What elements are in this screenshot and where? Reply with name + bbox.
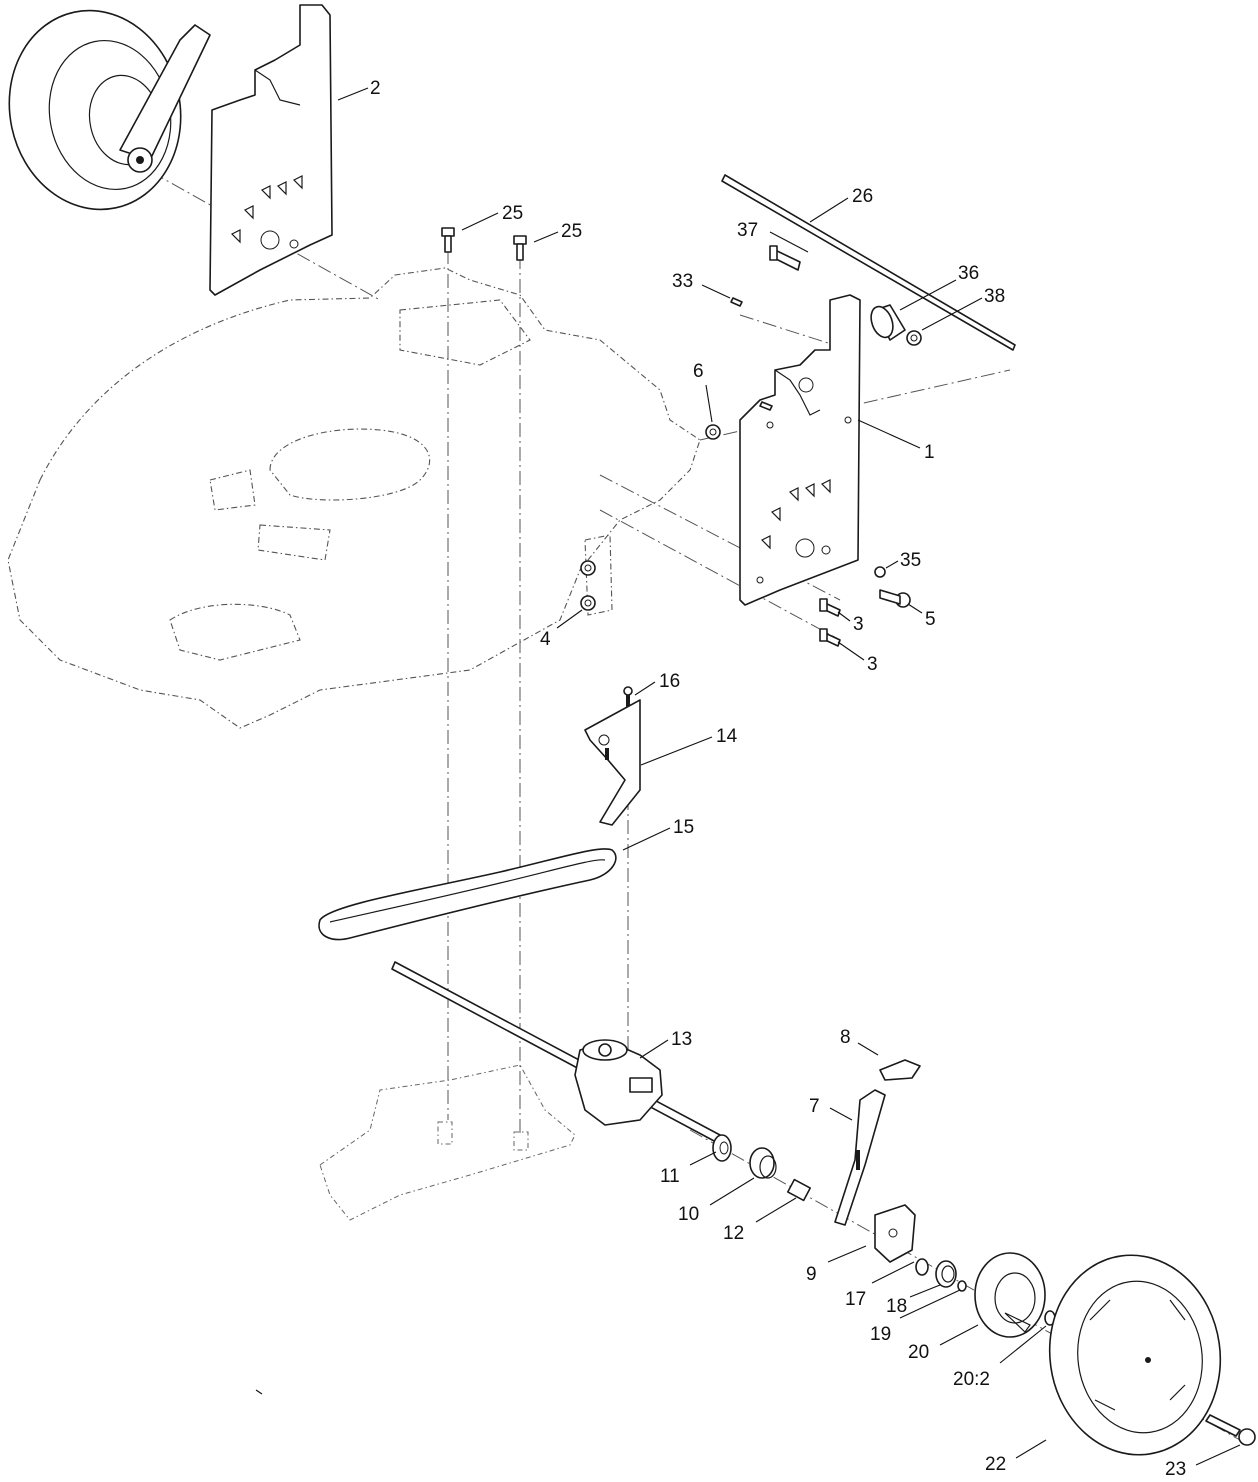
transmission-13 — [574, 1039, 663, 1126]
bearing-11 — [712, 1134, 732, 1162]
bolt-25-left — [441, 227, 455, 253]
assembly-axis-lines — [129, 159, 1241, 1441]
drive-shaft — [391, 961, 721, 1143]
wheel-assembly-left — [8, 9, 211, 211]
nut-4-upper — [580, 560, 596, 576]
callout-10: 10 — [678, 1204, 699, 1225]
callout-33: 33 — [672, 271, 693, 292]
bushing-10 — [749, 1147, 777, 1179]
callout-18: 18 — [886, 1296, 907, 1317]
clip-19 — [957, 1280, 967, 1292]
screw-near-plate — [759, 401, 773, 411]
bolt-3-upper — [819, 598, 841, 617]
callout-8: 8 — [840, 1027, 851, 1048]
callout-37: 37 — [737, 220, 758, 241]
callout-7: 7 — [809, 1096, 820, 1117]
callout-22: 22 — [985, 1454, 1006, 1475]
callout-16: 16 — [659, 671, 680, 692]
callout-26: 26 — [852, 186, 873, 207]
nut-38 — [906, 330, 922, 346]
callout-3: 3 — [853, 614, 864, 635]
bolt-3-lower — [819, 628, 841, 647]
callout-6: 6 — [693, 361, 704, 382]
callout-labels: 2 26 25 25 37 36 33 38 6 1 35 5 3 3 4 16… — [370, 78, 1186, 1480]
spacer-12 — [786, 1178, 812, 1202]
callout-12: 12 — [723, 1223, 744, 1244]
callout-4: 4 — [540, 629, 551, 650]
pin-37 — [769, 245, 801, 271]
callout-38: 38 — [984, 286, 1005, 307]
pivot-plate-9 — [874, 1204, 916, 1263]
nut-6 — [705, 424, 721, 440]
callout-2: 2 — [370, 78, 381, 99]
callout-11: 11 — [660, 1166, 680, 1187]
mower-deck-outline — [7, 267, 701, 729]
screw-35 — [874, 566, 886, 578]
callout-14: 14 — [716, 726, 738, 747]
lever-knob-8 — [879, 1059, 921, 1081]
screw-16 — [623, 686, 633, 707]
height-adjust-rod — [721, 174, 1016, 351]
height-adjust-plate-right — [739, 294, 861, 606]
screw-33 — [730, 297, 743, 307]
wheel-22 — [1048, 1254, 1222, 1456]
washer-17 — [915, 1258, 929, 1276]
pin-5 — [879, 589, 911, 608]
callout-19: 19 — [870, 1324, 891, 1345]
callout-1: 1 — [924, 442, 935, 463]
callout-9: 9 — [806, 1264, 817, 1285]
roller-spacer — [870, 304, 906, 341]
callout-25: 25 — [502, 203, 523, 224]
callout-13: 13 — [671, 1029, 692, 1050]
height-adjust-plate-left — [209, 4, 333, 296]
callout-35: 35 — [900, 550, 921, 571]
pinion-gear-18 — [935, 1260, 957, 1288]
callout-23: 23 — [1165, 1459, 1186, 1480]
callout-25: 25 — [561, 221, 582, 242]
callout-17: 17 — [845, 1289, 866, 1310]
height-lever-7 — [834, 1089, 886, 1226]
wheel-bolt-23 — [1205, 1414, 1256, 1446]
wheel-hub-20 — [974, 1252, 1046, 1338]
leader-lines — [337, 87, 1241, 1466]
callout-3: 3 — [867, 654, 878, 675]
bolt-25-right — [513, 235, 527, 261]
drive-belt-15 — [318, 848, 617, 941]
callout-20-2: 20:2 — [953, 1369, 990, 1390]
deck-lower-fragment — [319, 1064, 576, 1221]
callout-36: 36 — [958, 263, 979, 284]
callout-15: 15 — [673, 817, 694, 838]
callout-5: 5 — [925, 609, 936, 630]
callout-20: 20 — [908, 1342, 929, 1363]
stray-mark — [255, 1389, 263, 1395]
nut-4-lower — [580, 595, 596, 611]
belt-guard-bracket-14 — [584, 699, 641, 826]
